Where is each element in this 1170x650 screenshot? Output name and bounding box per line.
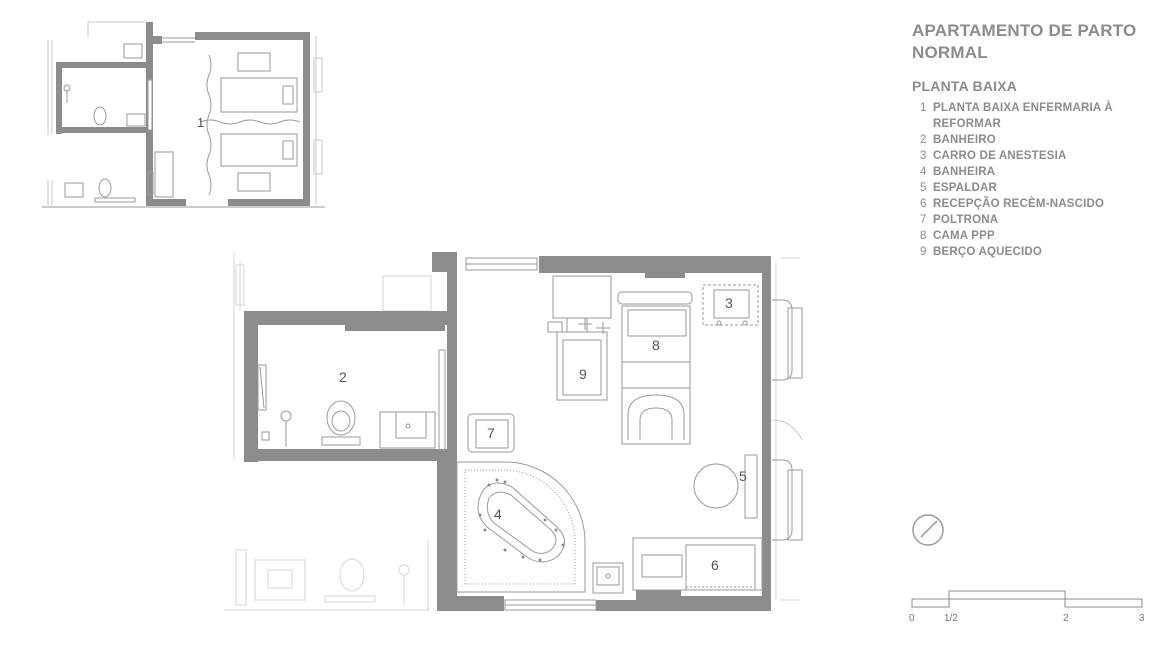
plan-label-6: 6	[711, 557, 719, 573]
legend-label: CARRO DE ANESTESIA	[933, 150, 1067, 162]
existing-ward-plan	[42, 21, 325, 208]
legend-number: 2	[920, 134, 927, 146]
legend-number: 1	[920, 102, 927, 114]
plan-label-5: 5	[739, 468, 747, 484]
legend-item: 1 PLANTA BAIXA ENFERMARIA À REFORMAR	[912, 100, 1162, 132]
legend-label: BERÇO AQUECIDO	[933, 246, 1043, 258]
legend-item: 4 BANHEIRA	[912, 164, 1162, 180]
legend-number: 9	[920, 246, 927, 258]
scale-tick-half: 1/2	[944, 613, 958, 624]
title-block: APARTAMENTO DE PARTO NORMAL PLANTA BAIXA…	[912, 20, 1162, 260]
plan-label-4: 4	[494, 506, 502, 522]
legend-item: 6 RECEPÇÃO RECÈM-NASCIDO	[912, 196, 1162, 212]
legend-number: 7	[920, 214, 927, 226]
scale-tick-0: 0	[909, 613, 915, 624]
legend-number: 4	[920, 166, 927, 178]
plan-label-3: 3	[725, 295, 733, 311]
scale-tick-2: 2	[1063, 613, 1069, 624]
birthing-suite-plan	[224, 252, 803, 611]
legend-label: POLTRONA	[933, 214, 999, 226]
legend-label: ESPALDAR	[933, 182, 998, 194]
legend-number: 8	[920, 230, 927, 242]
plan-label-9: 9	[579, 366, 587, 382]
graphic-scale: 0 1/2 2 3	[909, 590, 1145, 624]
drawing-subtitle: PLANTA BAIXA	[912, 78, 1018, 94]
plan-label-7: 7	[487, 425, 495, 441]
legend-label: CAMA PPP	[933, 230, 995, 242]
legend-number: 5	[920, 182, 927, 194]
plan-label-8: 8	[652, 337, 660, 353]
legend-label: RECEPÇÃO RECÈM-NASCIDO	[933, 198, 1105, 210]
legend-number: 6	[920, 198, 927, 210]
legend-item: 2 BANHEIRO	[912, 132, 1162, 148]
legend-label: BANHEIRO	[933, 134, 996, 146]
legend-number: 3	[920, 150, 927, 162]
legend-item: 9 BERÇO AQUECIDO	[912, 244, 1162, 260]
legend-item: 7 POLTRONA	[912, 212, 1162, 228]
north-arrow-icon	[912, 514, 944, 546]
legend-item: 3 CARRO DE ANESTESIA	[912, 148, 1162, 164]
scale-tick-3: 3	[1139, 613, 1145, 624]
legend-label: PLANTA BAIXA ENFERMARIA À REFORMAR	[933, 102, 1113, 130]
plan-label-2: 2	[339, 369, 347, 385]
floor-plans: 1	[42, 21, 803, 611]
plan-label-1: 1	[197, 115, 204, 130]
legend-label: BANHEIRA	[933, 166, 996, 178]
legend-item: 8 CAMA PPP	[912, 228, 1162, 244]
legend-item: 5 ESPALDAR	[912, 180, 1162, 196]
drawing-title: APARTAMENTO DE PARTO NORMAL	[912, 21, 1137, 62]
